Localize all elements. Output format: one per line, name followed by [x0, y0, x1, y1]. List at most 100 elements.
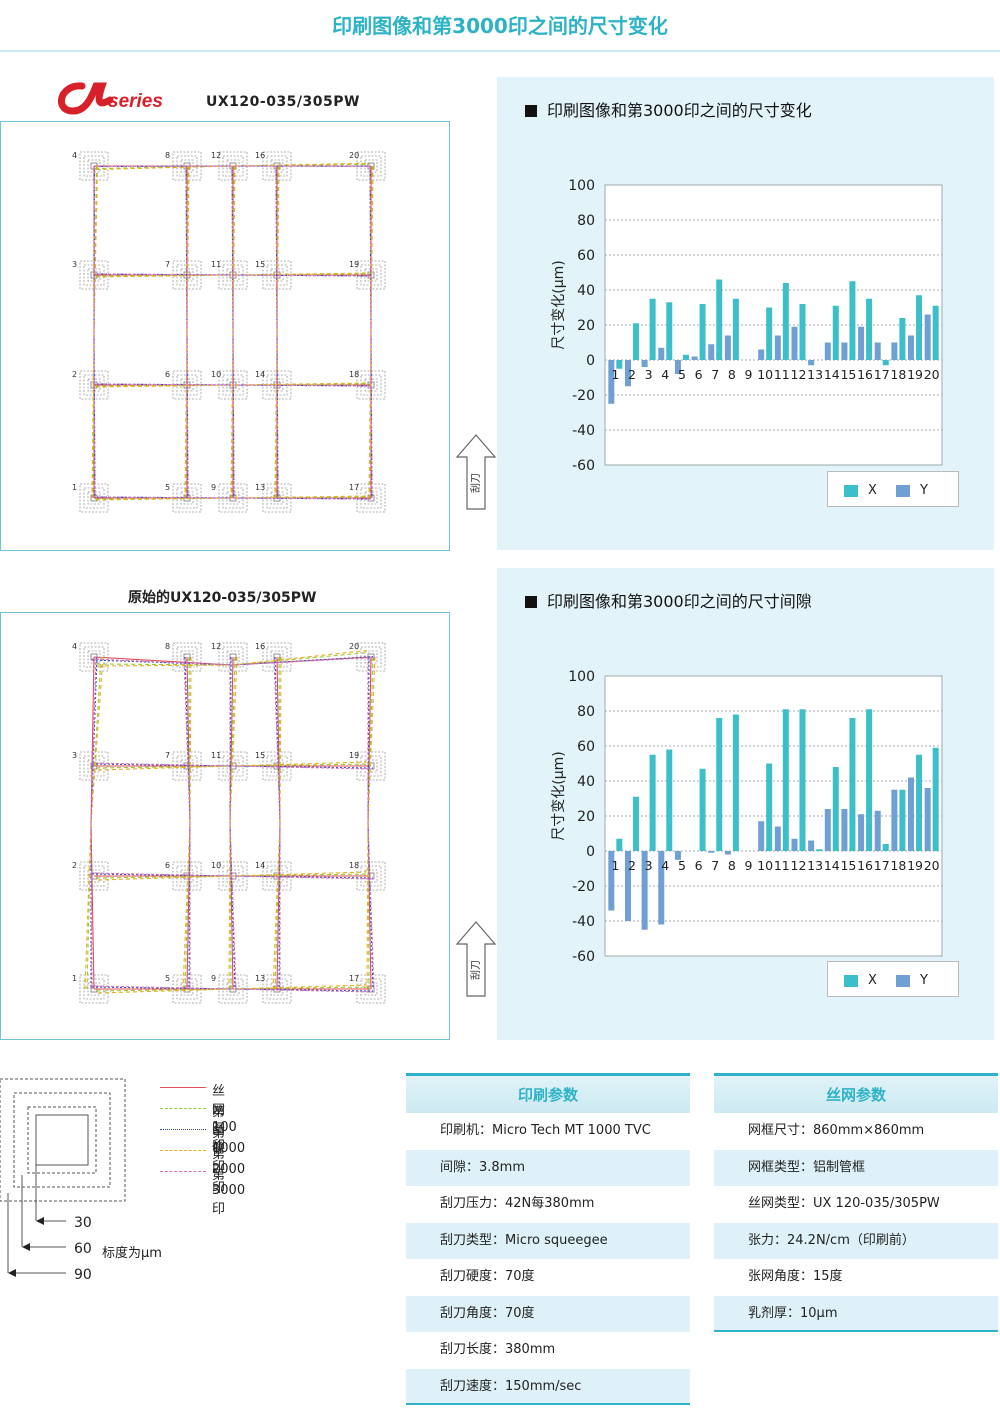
bar-y-14 [824, 342, 831, 360]
x-tick-label: 17 [874, 858, 890, 873]
bar-x-7 [716, 279, 723, 360]
chart-legend: X Y [827, 471, 959, 507]
bar-y-20 [924, 314, 931, 360]
trace-5 [92, 165, 373, 500]
mark-number: 18 [349, 370, 359, 379]
y-tick-label: 80 [577, 704, 595, 720]
mark-number: 8 [165, 642, 170, 651]
legend-y-label-2: Y [920, 973, 928, 988]
legend-x-swatch [844, 485, 858, 497]
param-row: 乳剂厚：10μm [714, 1295, 998, 1332]
y-tick-label: 40 [577, 774, 595, 790]
bar-x-5 [682, 354, 689, 360]
param-row: 张力：24.2N/cm（印刷前） [714, 1222, 998, 1259]
x-tick-label: 20 [924, 858, 940, 873]
y-tick-label: 0 [586, 353, 595, 369]
mark-number: 1 [72, 974, 77, 983]
x-tick-label: 7 [711, 367, 719, 382]
model-label-original: 原始的UX120-035/305PW [128, 590, 317, 606]
y-tick-label: -40 [572, 423, 595, 439]
bar-x-19 [916, 295, 923, 360]
bar-y-5 [674, 851, 681, 860]
y-tick-label: 60 [577, 739, 595, 755]
mark-number: 8 [165, 151, 170, 160]
x-tick-label: 3 [645, 367, 653, 382]
trace-4 [84, 649, 376, 994]
chart-title: 印刷图像和第3000印之间的尺寸变化 [525, 97, 812, 121]
bar-y-3 [641, 851, 648, 930]
legend-y-swatch [896, 485, 910, 497]
mark-number: 17 [349, 974, 359, 983]
trace-2 [92, 163, 373, 500]
chart-title-2: 印刷图像和第3000印之间的尺寸间隙 [525, 588, 812, 612]
bar-y-15 [841, 342, 848, 360]
key-label: 丝网图像 [212, 1084, 226, 1156]
bar-y-4 [658, 347, 665, 360]
x-tick-label: 13 [807, 367, 823, 382]
bar-x-1 [616, 360, 623, 369]
param-row: 间隙：3.8mm [406, 1149, 690, 1186]
y-tick-label: 20 [577, 318, 595, 334]
x-tick-label: 19 [907, 367, 923, 382]
mark-number: 3 [72, 751, 77, 760]
key-line-swatch [160, 1129, 206, 1130]
bar-y-18 [891, 789, 898, 851]
bar-y-17 [874, 342, 881, 360]
x-tick-label: 20 [924, 367, 940, 382]
bar-x-17 [882, 844, 889, 851]
bar-x-7 [716, 718, 723, 851]
y-tick-label: 80 [577, 213, 595, 229]
x-tick-label: 16 [857, 367, 873, 382]
legend-x-swatch-2 [844, 975, 858, 987]
bar-x-2 [632, 796, 639, 851]
bar-y-1 [608, 851, 615, 911]
bar-x-16 [866, 298, 873, 360]
alpha-series-logo: series [52, 78, 182, 118]
key-line-swatch [160, 1150, 206, 1151]
mark-number: 20 [349, 642, 359, 651]
mark-number: 13 [255, 974, 265, 983]
bar-x-15 [849, 718, 856, 851]
mark-number: 10 [211, 370, 221, 379]
bar-x-8 [732, 714, 739, 851]
bar-y-15 [841, 809, 848, 851]
param-row: 网框尺寸：860mm×860mm [748, 1123, 925, 1138]
x-tick-label: 19 [907, 858, 923, 873]
bar-y-2 [624, 360, 631, 387]
mark-number: 10 [211, 861, 221, 870]
bar-y-6 [691, 356, 698, 360]
bar-y-12 [791, 838, 798, 851]
bar-x-12 [799, 709, 806, 851]
title-divider [0, 50, 1000, 52]
mark-number: 2 [72, 861, 77, 870]
bar-y-12 [791, 326, 798, 360]
mark-number: 15 [255, 260, 265, 269]
bar-x-11 [782, 709, 789, 851]
bar-y-4 [658, 851, 665, 925]
param-row: 刮刀硬度：70度 [440, 1269, 535, 1284]
mark-number: 1 [72, 483, 77, 492]
param-row: 丝网类型：UX 120-035/305PW [748, 1196, 940, 1211]
mark-number: 14 [255, 370, 265, 379]
x-tick-label: 7 [711, 858, 719, 873]
scale-60: 60 [74, 1241, 92, 1257]
param-row: 刮刀速度：150mm/sec [406, 1368, 690, 1405]
bar-x-6 [699, 768, 706, 851]
bar-x-6 [699, 304, 706, 360]
chart-legend-2: X Y [827, 961, 959, 997]
mark-number: 19 [349, 751, 359, 760]
x-tick-label: 4 [661, 858, 669, 873]
y-tick-label: 100 [568, 669, 595, 685]
mark-number: 11 [211, 751, 221, 760]
x-tick-label: 9 [745, 858, 753, 873]
mark-number: 14 [255, 861, 265, 870]
bar-x-12 [799, 304, 806, 360]
mark-number: 13 [255, 483, 265, 492]
param-row: 网框类型：铝制管框 [714, 1149, 998, 1186]
bar-y-5 [674, 360, 681, 374]
x-tick-label: 12 [791, 858, 807, 873]
param-row: 印刷机：Micro Tech MT 1000 TVC [440, 1123, 651, 1138]
